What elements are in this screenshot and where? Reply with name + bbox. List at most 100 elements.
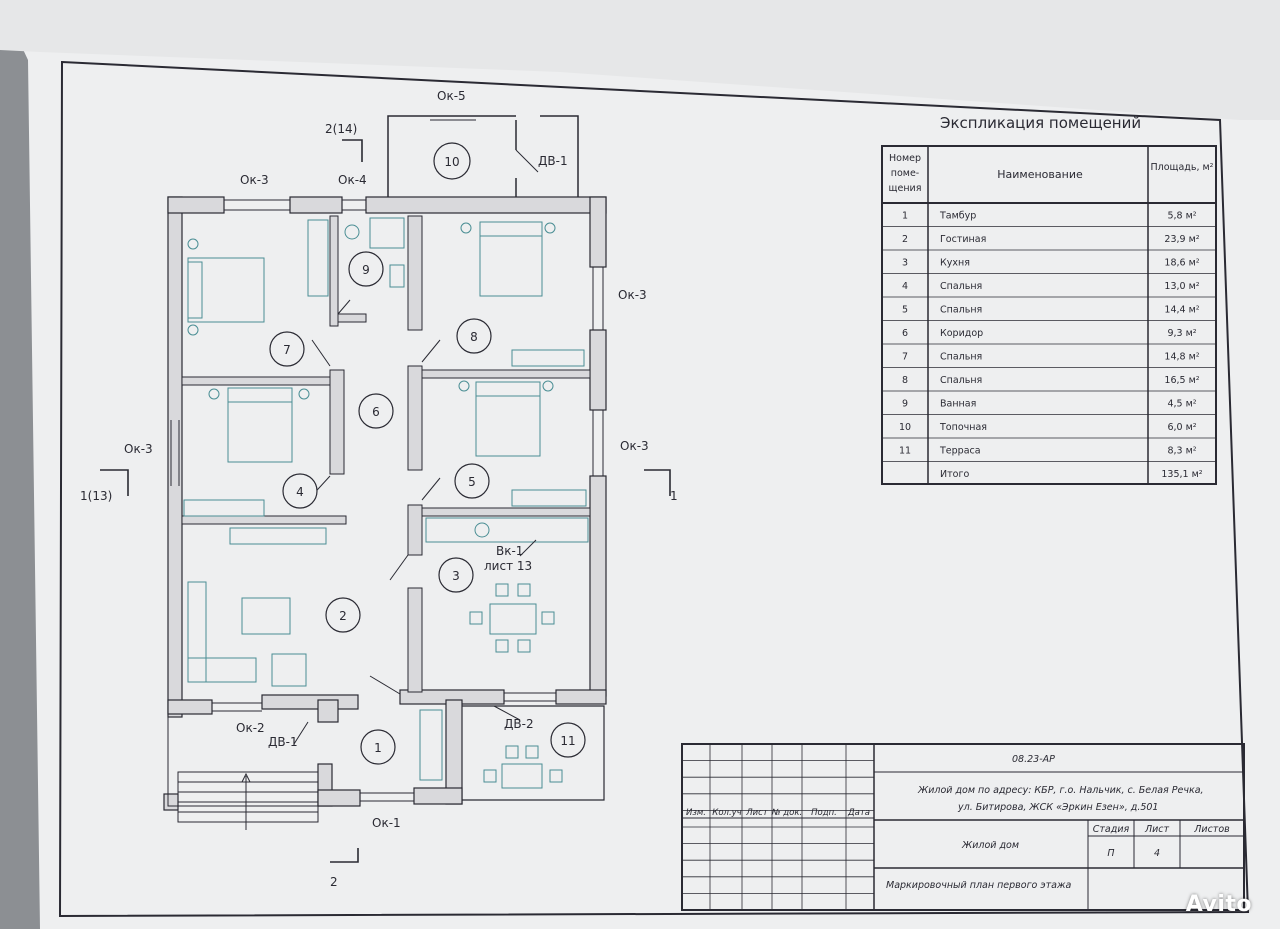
row-name: Коридор [940,328,983,339]
outer-walls [163,196,607,811]
stamp-sheet-header: Лист [1144,824,1170,835]
stamp-sheets-header: Листов [1193,824,1230,835]
room-markers [269,142,586,765]
room-marker-4 [282,473,318,509]
table-row: 9 Ванная 4,5 м² [902,398,1197,409]
header-area: Площадь, м² [1151,162,1214,173]
table-row: Итого 135,1 м² [940,469,1203,480]
window-label-ok2: Ок-2 [236,721,265,735]
room-marker-10 [433,142,471,180]
section-label-2-14: 2(14) [325,122,357,136]
window-label-ok5: Ок-5 [437,89,466,103]
stamp-code: 08.23-АР [1012,754,1055,765]
explication-table: Экспликация помещений Номер поме- щения … [881,114,1217,485]
stamp-drawing-name: Маркировочный план первого этажа [886,880,1072,891]
row-number: 1 [902,210,908,221]
stamp-col-izm: Изм. [686,808,706,818]
window-openings [170,115,604,802]
room-marker-6 [358,393,394,429]
header-num-3: щения [889,183,922,194]
house-plan [163,115,607,830]
room-marker-11 [550,722,586,758]
room-numbers: 1 2 3 4 5 6 7 8 9 10 11 [283,155,575,755]
row-area: 13,0 м² [1164,281,1199,292]
stamp-address-2: ул. Битирова, ЖСК «Эркин Езен», д.501 [957,802,1158,813]
door-label-dv2: ДВ-2 [504,717,534,731]
row-number: 8 [902,375,908,386]
row-number: 7 [902,351,908,362]
row-number: 3 [902,257,908,268]
entrance-steps [167,716,319,830]
room-marker-7 [269,331,305,367]
row-area: 4,5 м² [1167,398,1196,409]
vk-label: Вк-1 [496,544,523,558]
row-name: Терраса [939,445,981,456]
room-number-9: 9 [362,263,370,277]
row-area: 6,0 м² [1167,422,1196,433]
row-number: 11 [899,445,911,456]
stamp-sheet-value: 4 [1154,848,1160,859]
stamp-col-list: Лист [745,808,769,818]
header-num-1: Номер [889,153,921,164]
title-block [681,743,1245,911]
door-label-dv1-bottom: ДВ-1 [268,735,298,749]
row-number: 2 [902,234,908,245]
room-marker-1 [360,729,396,765]
room-number-8: 8 [470,330,478,344]
table-row: 11 Терраса 8,3 м² [899,445,1197,456]
section-label-1-13: 1(13) [80,489,112,503]
room-number-7: 7 [283,343,291,357]
room-number-3: 3 [452,569,460,583]
section-marks [100,139,671,863]
header-name: Наименование [997,168,1083,181]
stamp-col-doc: № док. [771,808,802,818]
door-swings [307,299,521,721]
row-number: 9 [902,398,908,409]
row-area: 5,8 м² [1167,210,1196,221]
opening-labels: Ок-5 Ок-3 Ок-4 ДВ-1 Ок-3 Ок-3 Ок-3 Ок-2 … [124,89,649,830]
room-number-10: 10 [444,155,459,169]
stamp-col-kol: Кол.уч [712,808,741,818]
room-marker-8 [456,318,492,354]
stamp-col-date: Дата [847,808,870,818]
room-number-1: 1 [374,741,382,755]
row-area: 135,1 м² [1161,469,1202,480]
drawing-frame [58,60,1250,918]
table-row: 10 Топочная 6,0 м² [899,422,1197,433]
row-area: 14,4 м² [1164,304,1199,315]
room-marker-2 [325,597,361,633]
row-number: 10 [899,422,911,433]
window-label-ok3-right1: Ок-3 [618,288,647,302]
furniture [183,217,589,789]
room-number-2: 2 [339,609,347,623]
row-area: 8,3 м² [1167,445,1196,456]
row-name: Итого [940,469,969,480]
row-name: Спальня [940,351,982,362]
row-name: Ванная [940,398,976,409]
terrace-11 [462,705,605,801]
header-num-2: поме- [891,168,919,179]
room-number-4: 4 [296,485,304,499]
window-label-ok3-top: Ок-3 [240,173,269,187]
stamp-stage-value: П [1107,848,1114,859]
room-marker-9 [348,251,384,287]
stamp-col-podp: Подп. [811,808,837,818]
section-labels: 2(14) 1(13) 1 2 [80,122,678,889]
avito-watermark: Avito [1185,892,1252,917]
row-area: 23,9 м² [1164,234,1199,245]
row-name: Топочная [939,422,987,433]
door-label-dv1-top: ДВ-1 [538,154,568,168]
window-label-ok3-right2: Ок-3 [620,439,649,453]
section-label-2: 2 [330,875,338,889]
row-area: 16,5 м² [1164,375,1199,386]
row-name: Спальня [940,281,982,292]
window-label-ok1: Ок-1 [372,816,401,830]
room-marker-5 [454,463,490,499]
